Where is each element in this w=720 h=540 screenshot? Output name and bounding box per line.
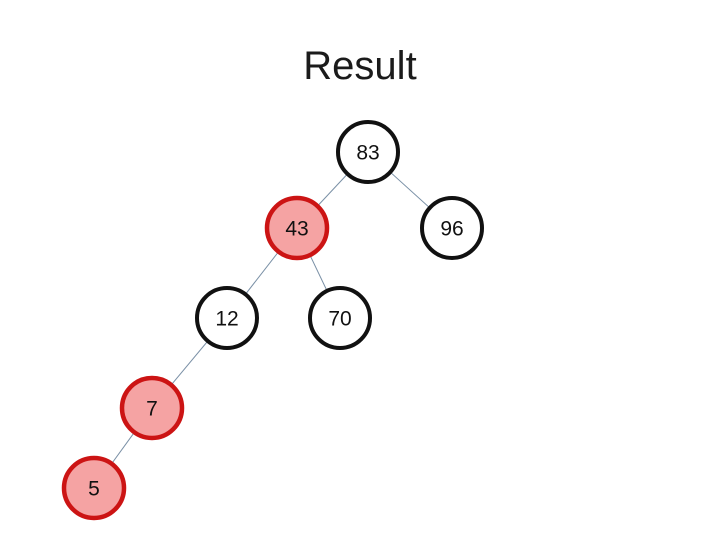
tree-node-label-5: 5 xyxy=(88,477,100,500)
tree-node-label-70: 70 xyxy=(328,307,351,330)
tree-node-5: 5 xyxy=(61,455,127,521)
tree-node-96: 96 xyxy=(420,196,484,260)
tree-node-label-12: 12 xyxy=(215,307,238,330)
tree-node-circle-83 xyxy=(336,120,400,184)
tree-node-label-43: 43 xyxy=(285,217,308,240)
tree-node-circle-96 xyxy=(420,196,484,260)
tree-node-70: 70 xyxy=(308,286,372,350)
tree-node-83: 83 xyxy=(336,120,400,184)
slide-title: Result xyxy=(303,44,417,88)
tree-node-label-83: 83 xyxy=(356,141,379,164)
tree-node-label-96: 96 xyxy=(440,217,463,240)
tree-node-circle-12 xyxy=(195,286,259,350)
tree-node-7: 7 xyxy=(119,375,185,441)
tree-node-circle-70 xyxy=(308,286,372,350)
tree-node-circle-5 xyxy=(61,455,127,521)
tree-node-circle-43 xyxy=(264,195,330,261)
tree-node-label-7: 7 xyxy=(146,397,158,420)
tree-node-43: 43 xyxy=(264,195,330,261)
tree-node-12: 12 xyxy=(195,286,259,350)
tree-node-circle-7 xyxy=(119,375,185,441)
